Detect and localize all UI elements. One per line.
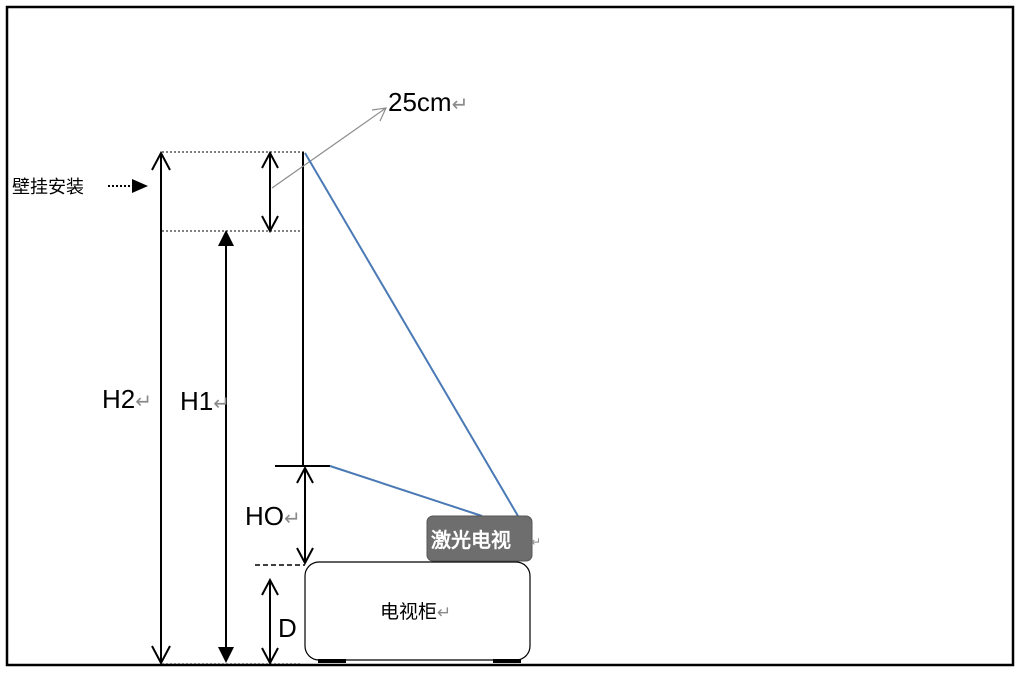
25cm-label: 25cm [388, 87, 452, 117]
h2-dimension-arrow [151, 150, 171, 666]
tv-cabinet-foot-left [318, 659, 346, 663]
return-mark: ↵ [284, 508, 301, 530]
tv-cabinet [304, 561, 531, 661]
return-mark: ↵ [213, 393, 230, 415]
return-mark: ↵ [437, 603, 451, 622]
wall-mount-label: 壁挂安装 [12, 177, 84, 198]
ho-label-group: HO↵ [245, 501, 301, 531]
25cm-dimension-arrow [261, 150, 279, 234]
ho-label: HO [245, 501, 284, 531]
diagram-frame [5, 5, 1015, 667]
laser-tv-projector [426, 515, 533, 562]
25cm-label-group: 25cm↵ [388, 87, 468, 117]
laser-tv-return-mark: ↵ [531, 535, 541, 549]
ho-dimension-arrow [296, 465, 314, 566]
pointer-arrow-25cm [271, 107, 388, 189]
h1-label-group: H1↵ [180, 386, 230, 416]
tv-cabinet-foot-right [493, 659, 521, 663]
projection-line-top [304, 152, 519, 517]
tv-cabinet-label: 电视柜 [380, 601, 437, 623]
h1-dimension-arrow [218, 230, 234, 663]
return-mark: ↵ [452, 94, 469, 116]
d-dimension-arrow [261, 577, 279, 666]
laser-tv-label: 激光电视 [431, 528, 511, 552]
d-label: D [278, 613, 297, 643]
projection-line-bottom [329, 465, 483, 517]
wall-mount-pointer-arrow [108, 179, 148, 193]
tv-cabinet-label-group: 电视柜↵ [380, 601, 451, 623]
h1-label: H1 [180, 386, 213, 416]
return-mark: ↵ [135, 391, 152, 413]
h2-label: H2 [102, 384, 135, 414]
h2-label-group: H2↵ [102, 384, 152, 414]
